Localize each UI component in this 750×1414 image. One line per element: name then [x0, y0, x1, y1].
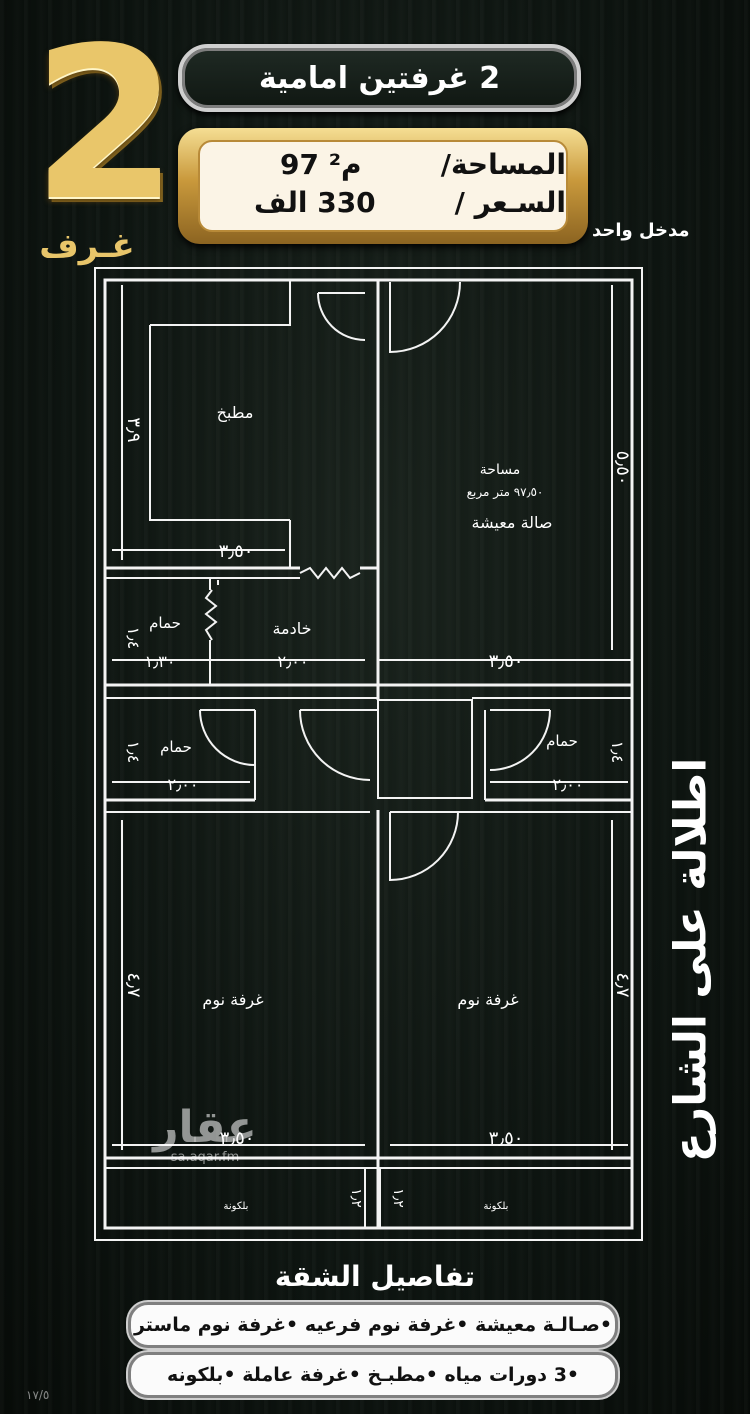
street-view-label: اطلالة على الشارع: [646, 758, 736, 1163]
label-living-area: مساحة: [480, 462, 520, 478]
price-value: 330 الف: [254, 186, 376, 219]
details-line-1: •صـالـة معيشة •غرفة نوم فرعيه •غرفة نوم …: [128, 1302, 618, 1348]
rooms-count-number: 2: [32, 2, 179, 247]
label-living: صالة معيشة: [472, 513, 553, 532]
bath3-door-arc: [489, 709, 551, 771]
price-label: السـعر /: [454, 186, 566, 219]
label-balcony-left: بلكونة: [224, 1201, 249, 1212]
dim-bath1-h: ١٫٤: [124, 627, 143, 649]
dim-bedR-h: ٤٫٧: [612, 972, 633, 998]
entrance-door: [389, 281, 461, 354]
label-bath-2: حمام: [160, 738, 192, 756]
dim-kitchen-h: ٣٫٩: [123, 417, 144, 442]
area-label: المساحة/: [440, 148, 566, 181]
dim-balcony-left: ١٫٢: [348, 1188, 364, 1208]
plan-inner-frame: [103, 278, 634, 1230]
rooms-word: غـرف: [39, 226, 135, 266]
watermark-site: sa.aqar.fm: [170, 1150, 240, 1165]
label-bedroom-left: غرفة نوم: [202, 990, 263, 1010]
aqar-watermark: عقار sa.aqar.fm: [150, 1102, 260, 1166]
label-kitchen: مطبخ: [217, 403, 254, 423]
label-bath-3: حمام: [546, 732, 578, 750]
label-maid: خادمة: [272, 619, 311, 638]
specs-plaque: 97 م² المساحة/ 330 الف السـعر /: [178, 128, 588, 244]
listing-title: 2 غرفتين امامية: [258, 60, 501, 96]
title-banner: 2 غرفتين امامية: [178, 44, 581, 112]
dim-bath1-w: ١٫٣٠: [145, 652, 176, 671]
label-bedroom-right: غرفة نوم: [457, 990, 518, 1010]
dim-living-w: ٣٫٥٠: [489, 651, 524, 672]
area-row: 97 م² المساحة/: [206, 148, 566, 181]
details-line-2: •3 دورات مياه •مطبـخ •غرفة عاملة •بلكونه: [128, 1352, 618, 1398]
dim-bedL-h: ٤٫٧: [123, 972, 144, 998]
dim-bath3-h: ١٫٤: [608, 741, 627, 763]
label-bath-1: حمام: [149, 614, 181, 632]
dim-bath3-w: ٢٫٠٠: [553, 775, 584, 794]
label-living-area-value: ٩٧٫٥٠ متر مربع: [467, 485, 544, 500]
label-balcony-right: بلكونة: [484, 1201, 509, 1212]
specs-plaque-inner: [198, 140, 568, 232]
dim-bath2-h: ١٫٤: [124, 741, 143, 763]
dim-kitchen-w: ٣٫٥٠: [219, 541, 254, 562]
sliding-door-2: [204, 589, 218, 641]
corner-code: ١٧/٥: [26, 1388, 50, 1402]
dim-maid-w: ٢٫٠٠: [278, 652, 309, 671]
bath2-door-arc: [199, 709, 256, 766]
dim-bedR-w: ٣٫٥٠: [489, 1128, 524, 1149]
corridor: [377, 699, 473, 799]
bedroom-left-door-arc: [299, 709, 371, 781]
kitchen-counter-side: [149, 325, 290, 521]
entrance-note: مدخل واحد: [592, 220, 690, 241]
bedroom-right-door: [389, 811, 459, 882]
kitchen-door-arc: [317, 292, 366, 341]
dim-living-h: ٥٫٥٠: [612, 451, 633, 486]
price-row: 330 الف السـعر /: [206, 186, 566, 219]
dim-bath2-w: ٢٫٠٠: [168, 775, 199, 794]
plan-outer-frame: [94, 267, 643, 1241]
details-title: تفاصيل الشقة: [274, 1260, 476, 1293]
dim-balcony-right: ١٫٢: [390, 1188, 406, 1208]
street-view-text: اطلالة على الشارع: [665, 757, 717, 1163]
watermark-logo: عقار: [153, 1102, 257, 1153]
kitchen-counter: [150, 280, 291, 326]
area-value: 97 م²: [280, 148, 362, 181]
sliding-door-1: [299, 566, 361, 580]
dim-bedL-w: ٣٫٥٠: [220, 1128, 255, 1149]
